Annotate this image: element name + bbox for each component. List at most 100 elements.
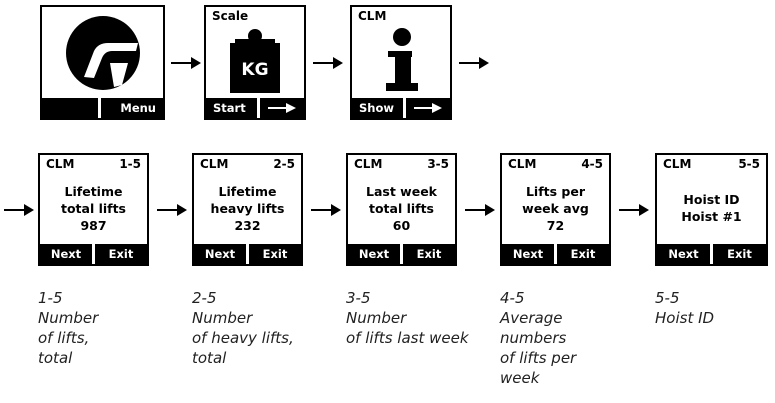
screen-body: Lifetime heavy lifts 232 — [194, 174, 301, 242]
arrow-right-icon — [313, 57, 343, 69]
screen-softkeys: Next Exit — [194, 244, 301, 264]
next-softkey[interactable]: Next — [40, 244, 92, 264]
exit-softkey[interactable]: Exit — [95, 244, 147, 264]
caption-line: of lifts, — [38, 329, 90, 347]
clm-softkeys: Show — [352, 98, 450, 118]
caption-1-5: 1-5 Number of lifts, total — [38, 288, 98, 368]
caption-line: 3-5 — [346, 289, 371, 307]
screen-title: Scale — [212, 9, 249, 23]
caption-line: total — [192, 349, 227, 367]
next-softkey[interactable]: Next — [657, 244, 710, 264]
caption-line: total — [38, 349, 73, 367]
arrow-right-icon — [171, 57, 201, 69]
next-softkey[interactable]: Next — [194, 244, 246, 264]
caption-4-5: 4-5 Average numbers of lifts per week — [500, 288, 576, 388]
screen-index: 1-5 — [119, 157, 141, 171]
caption-3-5: 3-5 Number of lifts last week — [346, 288, 469, 348]
next-arrow-softkey[interactable] — [260, 98, 304, 118]
menu-softkey[interactable]: Menu — [100, 98, 163, 118]
screen-softkeys: Next Exit — [40, 244, 147, 264]
caption-line: 5-5 — [655, 289, 680, 307]
arrow-right-icon — [4, 204, 34, 216]
screen-softkeys: Next Exit — [502, 244, 609, 264]
screen-line: Hoist #1 — [681, 209, 742, 224]
screen-title: CLM — [508, 157, 537, 171]
screen-title: CLM — [354, 157, 383, 171]
screen-title: CLM — [200, 157, 229, 171]
arrow-right-icon — [268, 103, 296, 113]
clm-screen-1-5: CLM 1-5 Lifetime total lifts 987 Next Ex… — [38, 153, 149, 266]
screen-line: heavy lifts — [210, 200, 285, 216]
screen-line: Lifetime — [218, 183, 277, 199]
screen-index: 2-5 — [273, 157, 295, 171]
screen-body: Last week total lifts 60 — [348, 174, 455, 242]
logo-icon — [66, 16, 140, 90]
clm-screen: CLM Show — [350, 5, 452, 120]
screen-line: total lifts — [60, 200, 127, 216]
exit-softkey[interactable]: Exit — [403, 244, 455, 264]
caption-line: week — [500, 369, 540, 387]
screen-value: 232 — [234, 217, 261, 233]
screen-index: 5-5 — [738, 157, 760, 171]
next-arrow-softkey[interactable] — [406, 98, 450, 118]
exit-softkey[interactable]: Exit — [713, 244, 766, 264]
caption-line: 4-5 — [500, 289, 525, 307]
exit-softkey[interactable]: Exit — [249, 244, 301, 264]
screen-softkeys: Next Exit — [657, 244, 766, 264]
screen-value: 72 — [546, 217, 565, 233]
screen-line: Lifts per — [525, 183, 586, 199]
exit-softkey[interactable]: Exit — [557, 244, 609, 264]
screen-line: Last week — [366, 183, 437, 199]
screen-line: week avg — [522, 200, 589, 216]
next-softkey[interactable]: Next — [502, 244, 554, 264]
caption-line: Hoist ID — [655, 309, 715, 327]
show-softkey[interactable]: Show — [352, 98, 403, 118]
softkey-blank[interactable] — [42, 98, 98, 118]
caption-line: 2-5 — [192, 289, 217, 307]
screen-index: 4-5 — [581, 157, 603, 171]
caption-line: of lifts last week — [346, 329, 469, 347]
info-icon — [386, 28, 418, 91]
caption-line: Number — [346, 309, 407, 327]
screen-title: CLM — [46, 157, 75, 171]
screen-body: Lifetime total lifts 987 — [40, 174, 147, 242]
clm-screen-4-5: CLM 4-5 Lifts per week avg 72 Next Exit — [500, 153, 611, 266]
clm-screen-2-5: CLM 2-5 Lifetime heavy lifts 232 Next Ex… — [192, 153, 303, 266]
weight-label: KG — [241, 60, 269, 80]
caption-line: of heavy lifts, — [192, 329, 294, 347]
caption-line: Number — [192, 309, 253, 327]
screen-title: CLM — [663, 157, 692, 171]
arrow-right-icon — [459, 57, 489, 69]
screen-index: 3-5 — [427, 157, 449, 171]
screen-title: CLM — [358, 9, 387, 23]
arrow-right-icon — [414, 103, 442, 113]
caption-line: Number — [38, 309, 99, 327]
arrow-right-icon — [157, 204, 187, 216]
screen-body: Hoist ID Hoist #1 — [657, 174, 766, 242]
caption-5-5: 5-5 Hoist ID — [655, 288, 714, 328]
screen-value: 60 — [392, 217, 411, 233]
next-softkey[interactable]: Next — [348, 244, 400, 264]
screen-line: total lifts — [368, 200, 435, 216]
clm-screen-3-5: CLM 3-5 Last week total lifts 60 Next Ex… — [346, 153, 457, 266]
arrow-right-icon — [619, 204, 649, 216]
screen-body: Lifts per week avg 72 — [502, 174, 609, 242]
caption-line: of lifts per — [500, 349, 577, 367]
caption-2-5: 2-5 Number of heavy lifts, total — [192, 288, 294, 368]
logo-softkeys: Menu — [42, 98, 163, 118]
clm-screen-5-5: CLM 5-5 Hoist ID Hoist #1 Next Exit — [655, 153, 768, 266]
screen-value: 987 — [80, 217, 107, 233]
screen-line: Lifetime — [64, 183, 123, 199]
screen-line: Hoist ID — [683, 192, 740, 207]
caption-line: Average — [500, 309, 563, 327]
screen-softkeys: Next Exit — [348, 244, 455, 264]
start-softkey[interactable]: Start — [206, 98, 257, 118]
weight-icon — [230, 29, 280, 93]
arrow-right-icon — [465, 204, 495, 216]
scale-softkeys: Start — [206, 98, 304, 118]
scale-screen: Scale KG Start — [204, 5, 306, 120]
caption-line: numbers — [500, 329, 567, 347]
logo-screen: Menu — [40, 5, 165, 120]
arrow-right-icon — [311, 204, 341, 216]
caption-line: 1-5 — [38, 289, 63, 307]
